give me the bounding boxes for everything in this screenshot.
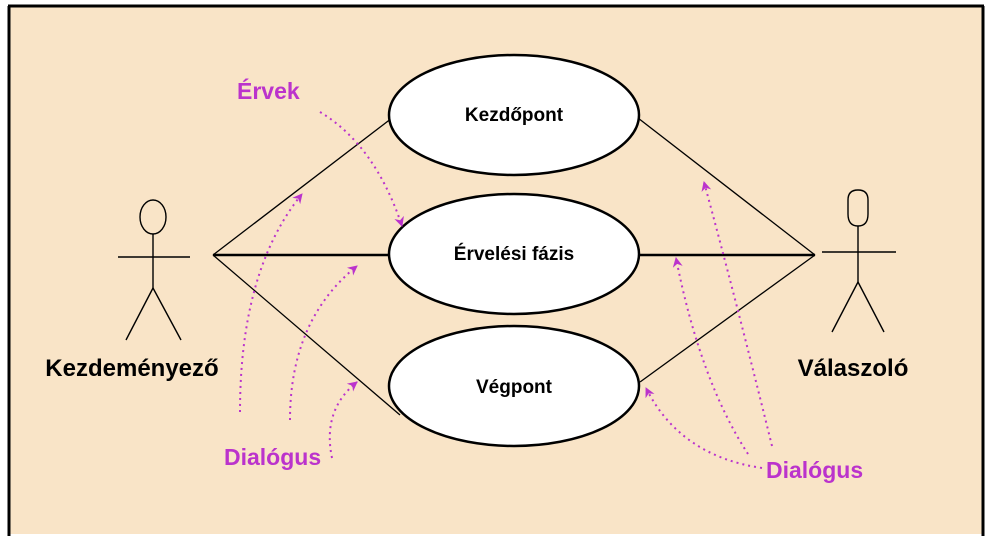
responder-actor-label: Válaszoló	[798, 355, 909, 382]
use-case-argument-ellipse	[387, 192, 641, 316]
dialogue-left-arrow-start	[239, 193, 303, 413]
responder-head	[847, 189, 869, 227]
initiator-actor-label: Kezdeményező	[45, 355, 218, 382]
use-case-end: Végpont	[387, 324, 641, 448]
responder-right-leg	[857, 281, 885, 333]
initiator-left-leg	[125, 287, 154, 341]
dialogue-left-arrow-argument	[289, 265, 358, 421]
use-case-start-label: Kezdőpont	[465, 105, 564, 126]
dialogue-left-annotation-label: Dialógus	[224, 444, 321, 470]
dialogue-right-annotation-label: Dialógus	[766, 457, 863, 483]
use-case-start-ellipse	[387, 53, 641, 177]
arguments-arrow	[319, 111, 404, 227]
association-initiator-start	[212, 117, 393, 256]
dialogue-left-arrow-end	[328, 381, 358, 459]
dialogue-right-arrow-end	[645, 387, 763, 469]
use-case-end-ellipse	[387, 324, 641, 448]
association-initiator-end	[212, 254, 401, 416]
left-associations	[212, 117, 401, 416]
right-associations	[637, 117, 816, 383]
responder-left-leg	[831, 281, 859, 333]
arguments-annotation-label: Érvek	[237, 77, 300, 104]
association-responder-start	[637, 117, 816, 256]
initiator-right-leg	[152, 287, 182, 341]
dialogue-right-arrow-start	[701, 181, 773, 447]
use-case-argument-label: Érvelési fázis	[454, 243, 574, 265]
annotation-arrows	[239, 111, 773, 469]
use-case-end-label: Végpont	[476, 377, 553, 398]
dialogue-right-arrow-argument	[672, 257, 749, 455]
use-case-start: Kezdőpont	[387, 53, 641, 177]
use-case-argument: Érvelési fázis	[387, 192, 641, 316]
initiator-actor-icon	[118, 199, 190, 341]
association-responder-end	[639, 254, 816, 383]
responder-actor-icon	[822, 189, 896, 333]
